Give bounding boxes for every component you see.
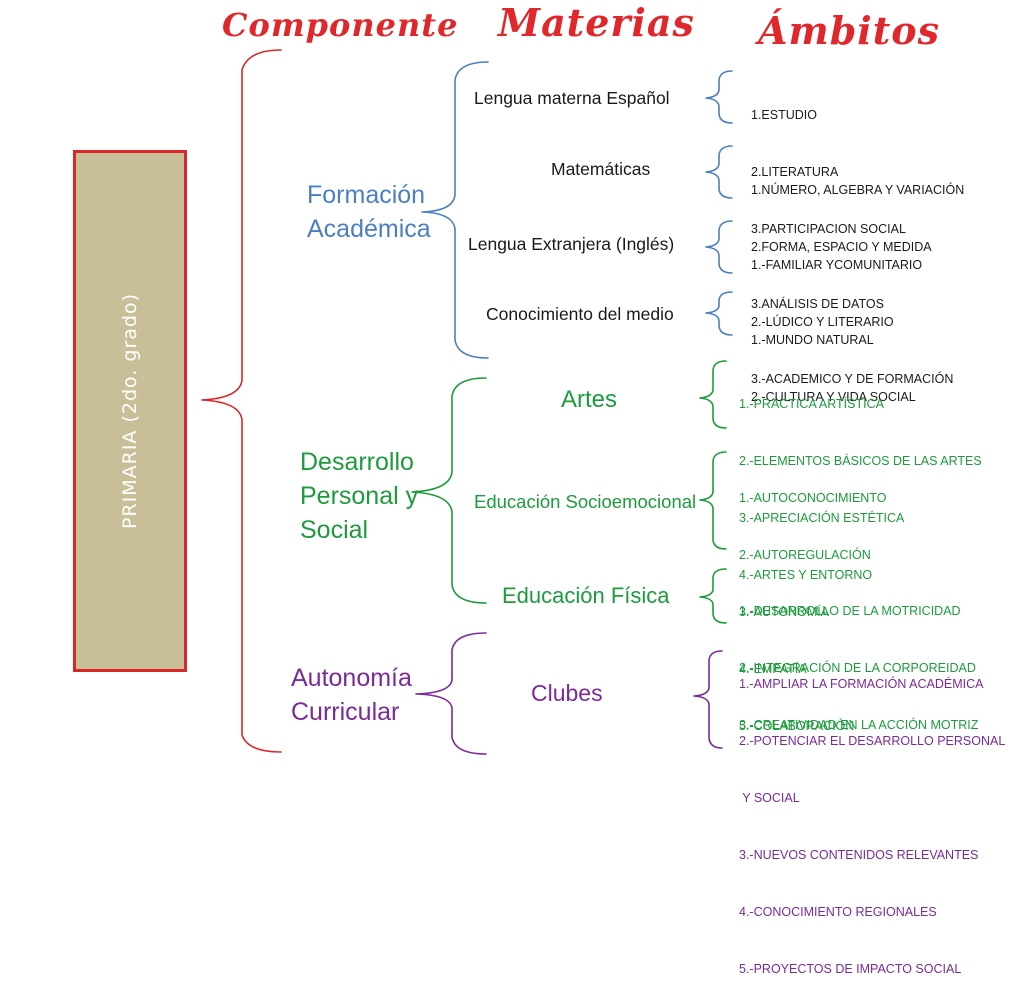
ambitos-matematicas: 1.NÚMERO, ALGEBRA Y VARIACIÓN 2.FORMA, E…: [751, 143, 964, 333]
ambito-item: 1.-AUTOCONOCIMIENTO: [739, 491, 887, 505]
ambito-item: 3.-AUTONOMÍA: [739, 605, 830, 619]
materia-matematicas: Matemáticas: [551, 159, 651, 179]
ambito-item: 2.-CULTURA Y VIDA SOCIAL: [751, 390, 916, 404]
ambito-item: 3.-NUEVOS CONTENIDOS RELEVANTES: [739, 848, 979, 862]
ambito-item: 4.-ARTES Y ENTORNO: [739, 568, 873, 582]
ambito-bracket-6: [699, 451, 727, 550]
ambito-item: 1.-DESARROLLO DE LA MOTRICIDAD: [739, 604, 961, 618]
ambitos-clubes: 1.-AMPLIAR LA FORMACIÓN ACADÉMICA 2.-POT…: [739, 637, 1005, 998]
ambitos-lengua-extranjera: 1.-FAMILIAR YCOMUNITARIO 2.-LÚDICO Y LIT…: [751, 218, 953, 408]
ambito-bracket-4: [705, 291, 733, 336]
ambito-item: 3.-APRECIACIÓN ESTÉTICA: [739, 511, 905, 525]
materia-educacion-socioemocional: Educación Socioemocional: [474, 491, 697, 512]
ambito-item: 3.-ACADEMICO Y DE FORMACIÓN: [751, 372, 954, 386]
personal-bracket: [411, 377, 487, 604]
ambito-item: 1.-PRÁCTICA ARTÍSTICA: [739, 397, 884, 411]
materia-conocimiento-medio: Conocimiento del medio: [486, 304, 674, 324]
componente-formacion-academica: Formación Académica: [307, 181, 431, 243]
ambito-item: 4.-CONOCIMIENTO REGIONALES: [739, 905, 937, 919]
ambitos-socioemocional: 1.-AUTOCONOCIMIENTO 2.-AUTOREGULACIÓN 3.…: [739, 451, 886, 755]
ambito-item: 5.-COLABORACIÓN: [739, 719, 855, 733]
ambito-item: 2.FORMA, ESPACIO Y MEDIDA: [751, 240, 932, 254]
ambito-item: 4.-EMPATÍA: [739, 662, 807, 676]
ambito-item: 2.-AUTOREGULACIÓN: [739, 548, 871, 562]
ambito-item: 2.-ELEMENTOS BÁSICOS DE LAS ARTES: [739, 454, 982, 468]
materia-artes: Artes: [561, 386, 618, 413]
componente-desarrollo-personal: Desarrollo Personal y Social: [300, 448, 419, 544]
ambito-bracket-5: [699, 360, 727, 429]
ambitos-conocimiento-medio: 1.-MUNDO NATURAL 2.-CULTURA Y VIDA SOCIA…: [751, 293, 916, 426]
ambito-bracket-1: [705, 70, 733, 124]
ambito-item: 2.-POTENCIAR EL DESARROLLO PERSONAL: [739, 734, 1006, 748]
root-node: PRIMARIA (2do. grado): [73, 150, 187, 672]
ambito-item: 1.NÚMERO, ALGEBRA Y VARIACIÓN: [751, 183, 965, 197]
autonomia-bracket: [415, 632, 487, 755]
heading-materias: Materias: [498, 0, 695, 45]
bracket-lines: [201, 49, 733, 755]
ambito-item: Y SOCIAL: [739, 791, 800, 805]
root-bracket: [201, 49, 282, 753]
ambito-item: 1.ESTUDIO: [751, 108, 817, 122]
ambito-item: 1.-FAMILIAR YCOMUNITARIO: [751, 258, 923, 272]
ambito-item: 2.-INTEGRACIÓN DE LA CORPOREIDAD: [739, 661, 976, 675]
ambito-bracket-7: [699, 568, 727, 624]
ambito-item: 3.PARTICIPACION SOCIAL: [751, 222, 906, 236]
materia-clubes: Clubes: [531, 680, 603, 706]
ambito-item: 1.-AMPLIAR LA FORMACIÓN ACADÉMICA: [739, 677, 984, 691]
materia-educacion-fisica: Educación Física: [502, 583, 670, 608]
ambito-bracket-3: [705, 220, 733, 274]
ambito-item: 2.-LÚDICO Y LITERARIO: [751, 315, 894, 329]
ambito-item: 5.-PROYECTOS DE IMPACTO SOCIAL: [739, 962, 962, 976]
ambito-item: 3.ANÁLISIS DE DATOS: [751, 297, 884, 311]
materia-lengua-extranjera: Lengua Extranjera (Inglés): [468, 234, 675, 254]
materia-lengua-materna: Lengua materna Español: [474, 88, 670, 108]
heading-componente: Componente: [222, 6, 459, 44]
academica-bracket: [421, 61, 489, 359]
ambito-item: 2.LITERATURA: [751, 165, 839, 179]
ambitos-lengua-materna: 1.ESTUDIO 2.LITERATURA 3.PARTICIPACION S…: [751, 68, 906, 258]
ambitos-artes: 1.-PRÁCTICA ARTÍSTICA 2.-ELEMENTOS BÁSIC…: [739, 357, 982, 604]
componente-autonomia-curricular: Autonomía Curricular: [291, 664, 412, 726]
ambito-item: 3.-CREATIVIDAD EN LA ACCIÓN MOTRIZ: [739, 718, 979, 732]
ambito-item: 1.-MUNDO NATURAL: [751, 333, 874, 347]
ambito-bracket-2: [705, 145, 733, 199]
heading-ambitos: Ámbitos: [758, 8, 940, 53]
ambitos-educacion-fisica: 1.-DESARROLLO DE LA MOTRICIDAD 2.-INTEGR…: [739, 564, 978, 754]
ambito-bracket-8: [693, 650, 723, 749]
